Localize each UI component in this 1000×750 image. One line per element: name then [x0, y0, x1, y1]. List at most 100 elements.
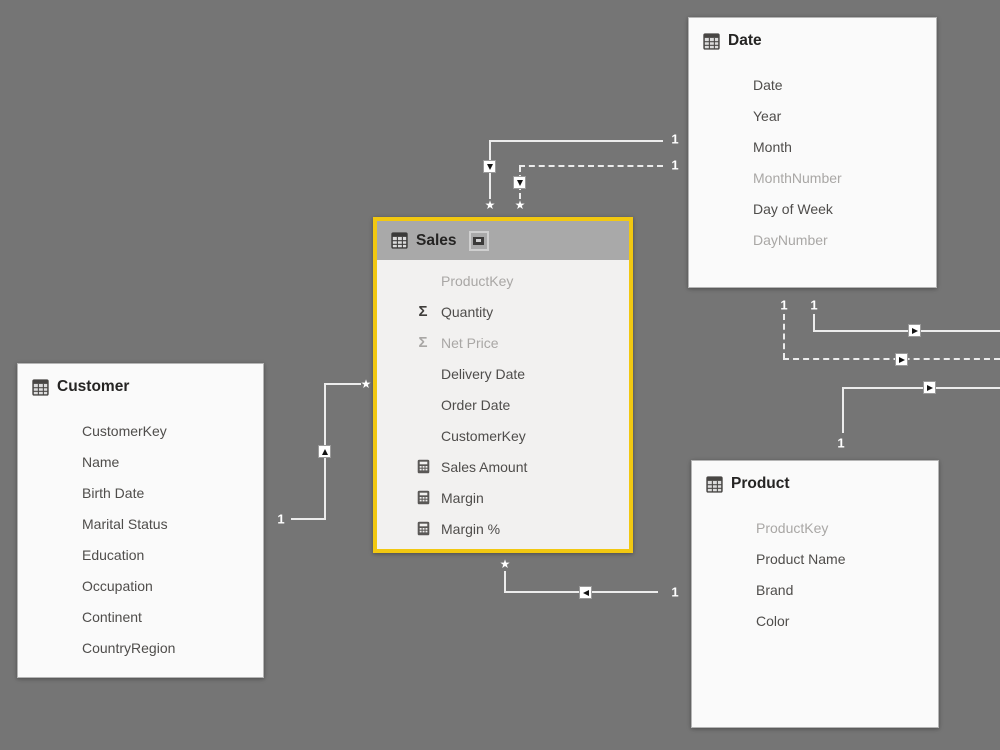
field-label: Product Name	[756, 550, 846, 567]
filter-direction-arrow[interactable]	[513, 176, 526, 189]
table-header-date[interactable]: Date	[689, 18, 936, 64]
field-label: Day of Week	[753, 200, 833, 217]
field-label: Birth Date	[82, 484, 145, 501]
cardinality-one-label: 1	[810, 297, 818, 313]
field-label: ProductKey	[756, 519, 829, 536]
table-card-date[interactable]: Date Date Year Month MonthNumber Day of …	[688, 17, 937, 288]
field-label: Continent	[82, 608, 142, 625]
cardinality-one-label: 1	[671, 157, 679, 173]
field-row-product-name[interactable]: Product Name	[692, 543, 938, 574]
table-title: Date	[728, 32, 762, 49]
field-row-countryregion[interactable]: CountryRegion	[18, 632, 263, 663]
field-row-delivery-date[interactable]: Delivery Date	[377, 358, 629, 389]
field-row-education[interactable]: Education	[18, 539, 263, 570]
table-title: Product	[731, 475, 790, 492]
table-grid-icon	[703, 32, 720, 50]
field-label: Name	[82, 453, 120, 470]
cardinality-many-label: ★	[514, 198, 526, 212]
field-label: Brand	[756, 581, 794, 598]
field-label: Order Date	[441, 396, 511, 413]
field-label: MonthNumber	[753, 169, 842, 186]
field-row-margin[interactable]: Margin	[377, 482, 629, 513]
rel-date-offscreen-inactive-line-v[interactable]	[783, 314, 785, 359]
field-row-quantity[interactable]: Σ Quantity	[377, 296, 629, 327]
rel-sales-date-inactive-line-h[interactable]	[519, 165, 663, 167]
table-card-product[interactable]: Product ProductKey Product Name Brand Co…	[691, 460, 939, 728]
field-row-monthnumber[interactable]: MonthNumber	[689, 162, 936, 193]
field-row-birth-date[interactable]: Birth Date	[18, 477, 263, 508]
field-label: CustomerKey	[441, 427, 526, 444]
field-label: CustomerKey	[82, 422, 167, 439]
field-label: Date	[753, 76, 783, 93]
field-row-order-date[interactable]: Order Date	[377, 389, 629, 420]
rel-date-offscreen-inactive-line-h[interactable]	[783, 358, 1000, 360]
rel-sales-product-line-v[interactable]	[504, 571, 506, 592]
field-row-date[interactable]: Date	[689, 69, 936, 100]
filter-direction-arrow[interactable]	[923, 381, 936, 394]
cardinality-one-label: 1	[671, 584, 679, 600]
field-row-continent[interactable]: Continent	[18, 601, 263, 632]
rel-date-offscreen-line-h[interactable]	[813, 330, 1000, 332]
filter-direction-arrow[interactable]	[318, 445, 331, 458]
cardinality-many-label: ★	[484, 198, 496, 212]
sigma-icon: Σ	[418, 303, 428, 320]
field-row-marital-status[interactable]: Marital Status	[18, 508, 263, 539]
field-row-day-of-week[interactable]: Day of Week	[689, 193, 936, 224]
filter-direction-arrow[interactable]	[908, 324, 921, 337]
field-label: Margin	[441, 489, 484, 506]
field-row-net-price[interactable]: Σ Net Price	[377, 327, 629, 358]
field-row-color[interactable]: Color	[692, 605, 938, 636]
field-label: DayNumber	[753, 231, 828, 248]
field-row-occupation[interactable]: Occupation	[18, 570, 263, 601]
field-row-name[interactable]: Name	[18, 446, 263, 477]
rel-product-offscreen-line-v[interactable]	[842, 387, 844, 433]
field-row-brand[interactable]: Brand	[692, 574, 938, 605]
field-label: Margin %	[441, 520, 501, 537]
table-title: Sales	[416, 231, 457, 249]
cardinality-one-label: 1	[671, 131, 679, 147]
calculator-icon	[413, 490, 433, 505]
table-card-customer[interactable]: Customer CustomerKey Name Birth Date Mar…	[17, 363, 264, 678]
field-row-year[interactable]: Year	[689, 100, 936, 131]
field-row-productkey[interactable]: ProductKey	[377, 265, 629, 296]
table-grid-icon	[391, 232, 408, 249]
cardinality-one-label: 1	[780, 297, 788, 313]
field-label: ProductKey	[441, 272, 514, 289]
filter-direction-arrow[interactable]	[579, 586, 592, 599]
rel-sales-date-line-h[interactable]	[489, 140, 663, 142]
table-title: Customer	[57, 378, 130, 395]
rel-product-offscreen-line-h[interactable]	[842, 387, 1000, 389]
field-row-productkey[interactable]: ProductKey	[692, 512, 938, 543]
rel-customer-sales-line-h1[interactable]	[325, 383, 361, 385]
table-header-product[interactable]: Product	[692, 461, 938, 507]
filter-direction-arrow[interactable]	[483, 160, 496, 173]
field-label: Color	[756, 612, 790, 629]
field-row-sales-amount[interactable]: Sales Amount	[377, 451, 629, 482]
field-label: Marital Status	[82, 515, 168, 532]
field-label: Occupation	[82, 577, 153, 594]
filter-direction-arrow[interactable]	[895, 353, 908, 366]
table-header-sales[interactable]: Sales	[377, 221, 629, 260]
field-label: Net Price	[441, 334, 499, 351]
field-row-month[interactable]: Month	[689, 131, 936, 162]
field-label: Year	[753, 107, 782, 124]
calculator-icon	[413, 521, 433, 536]
field-label: CountryRegion	[82, 639, 176, 656]
field-label: Education	[82, 546, 145, 563]
rel-customer-sales-line-h2[interactable]	[291, 518, 326, 520]
table-header-customer[interactable]: Customer	[18, 364, 263, 410]
cardinality-many-label: ★	[499, 557, 511, 571]
field-row-customerkey[interactable]: CustomerKey	[377, 420, 629, 451]
sigma-icon: Σ	[418, 334, 428, 351]
cardinality-one-label: 1	[277, 511, 285, 527]
rel-date-offscreen-line-v[interactable]	[813, 314, 815, 332]
field-label: Sales Amount	[441, 458, 528, 475]
field-row-daynumber[interactable]: DayNumber	[689, 224, 936, 255]
field-label: Month	[753, 138, 792, 155]
field-row-margin-pct[interactable]: Margin %	[377, 513, 629, 544]
table-card-sales[interactable]: Sales ProductKey Σ Quantity Σ Net Price De…	[373, 217, 633, 553]
card-collapse-icon[interactable]	[468, 230, 489, 251]
field-row-customerkey[interactable]: CustomerKey	[18, 415, 263, 446]
field-label: Quantity	[441, 303, 494, 320]
